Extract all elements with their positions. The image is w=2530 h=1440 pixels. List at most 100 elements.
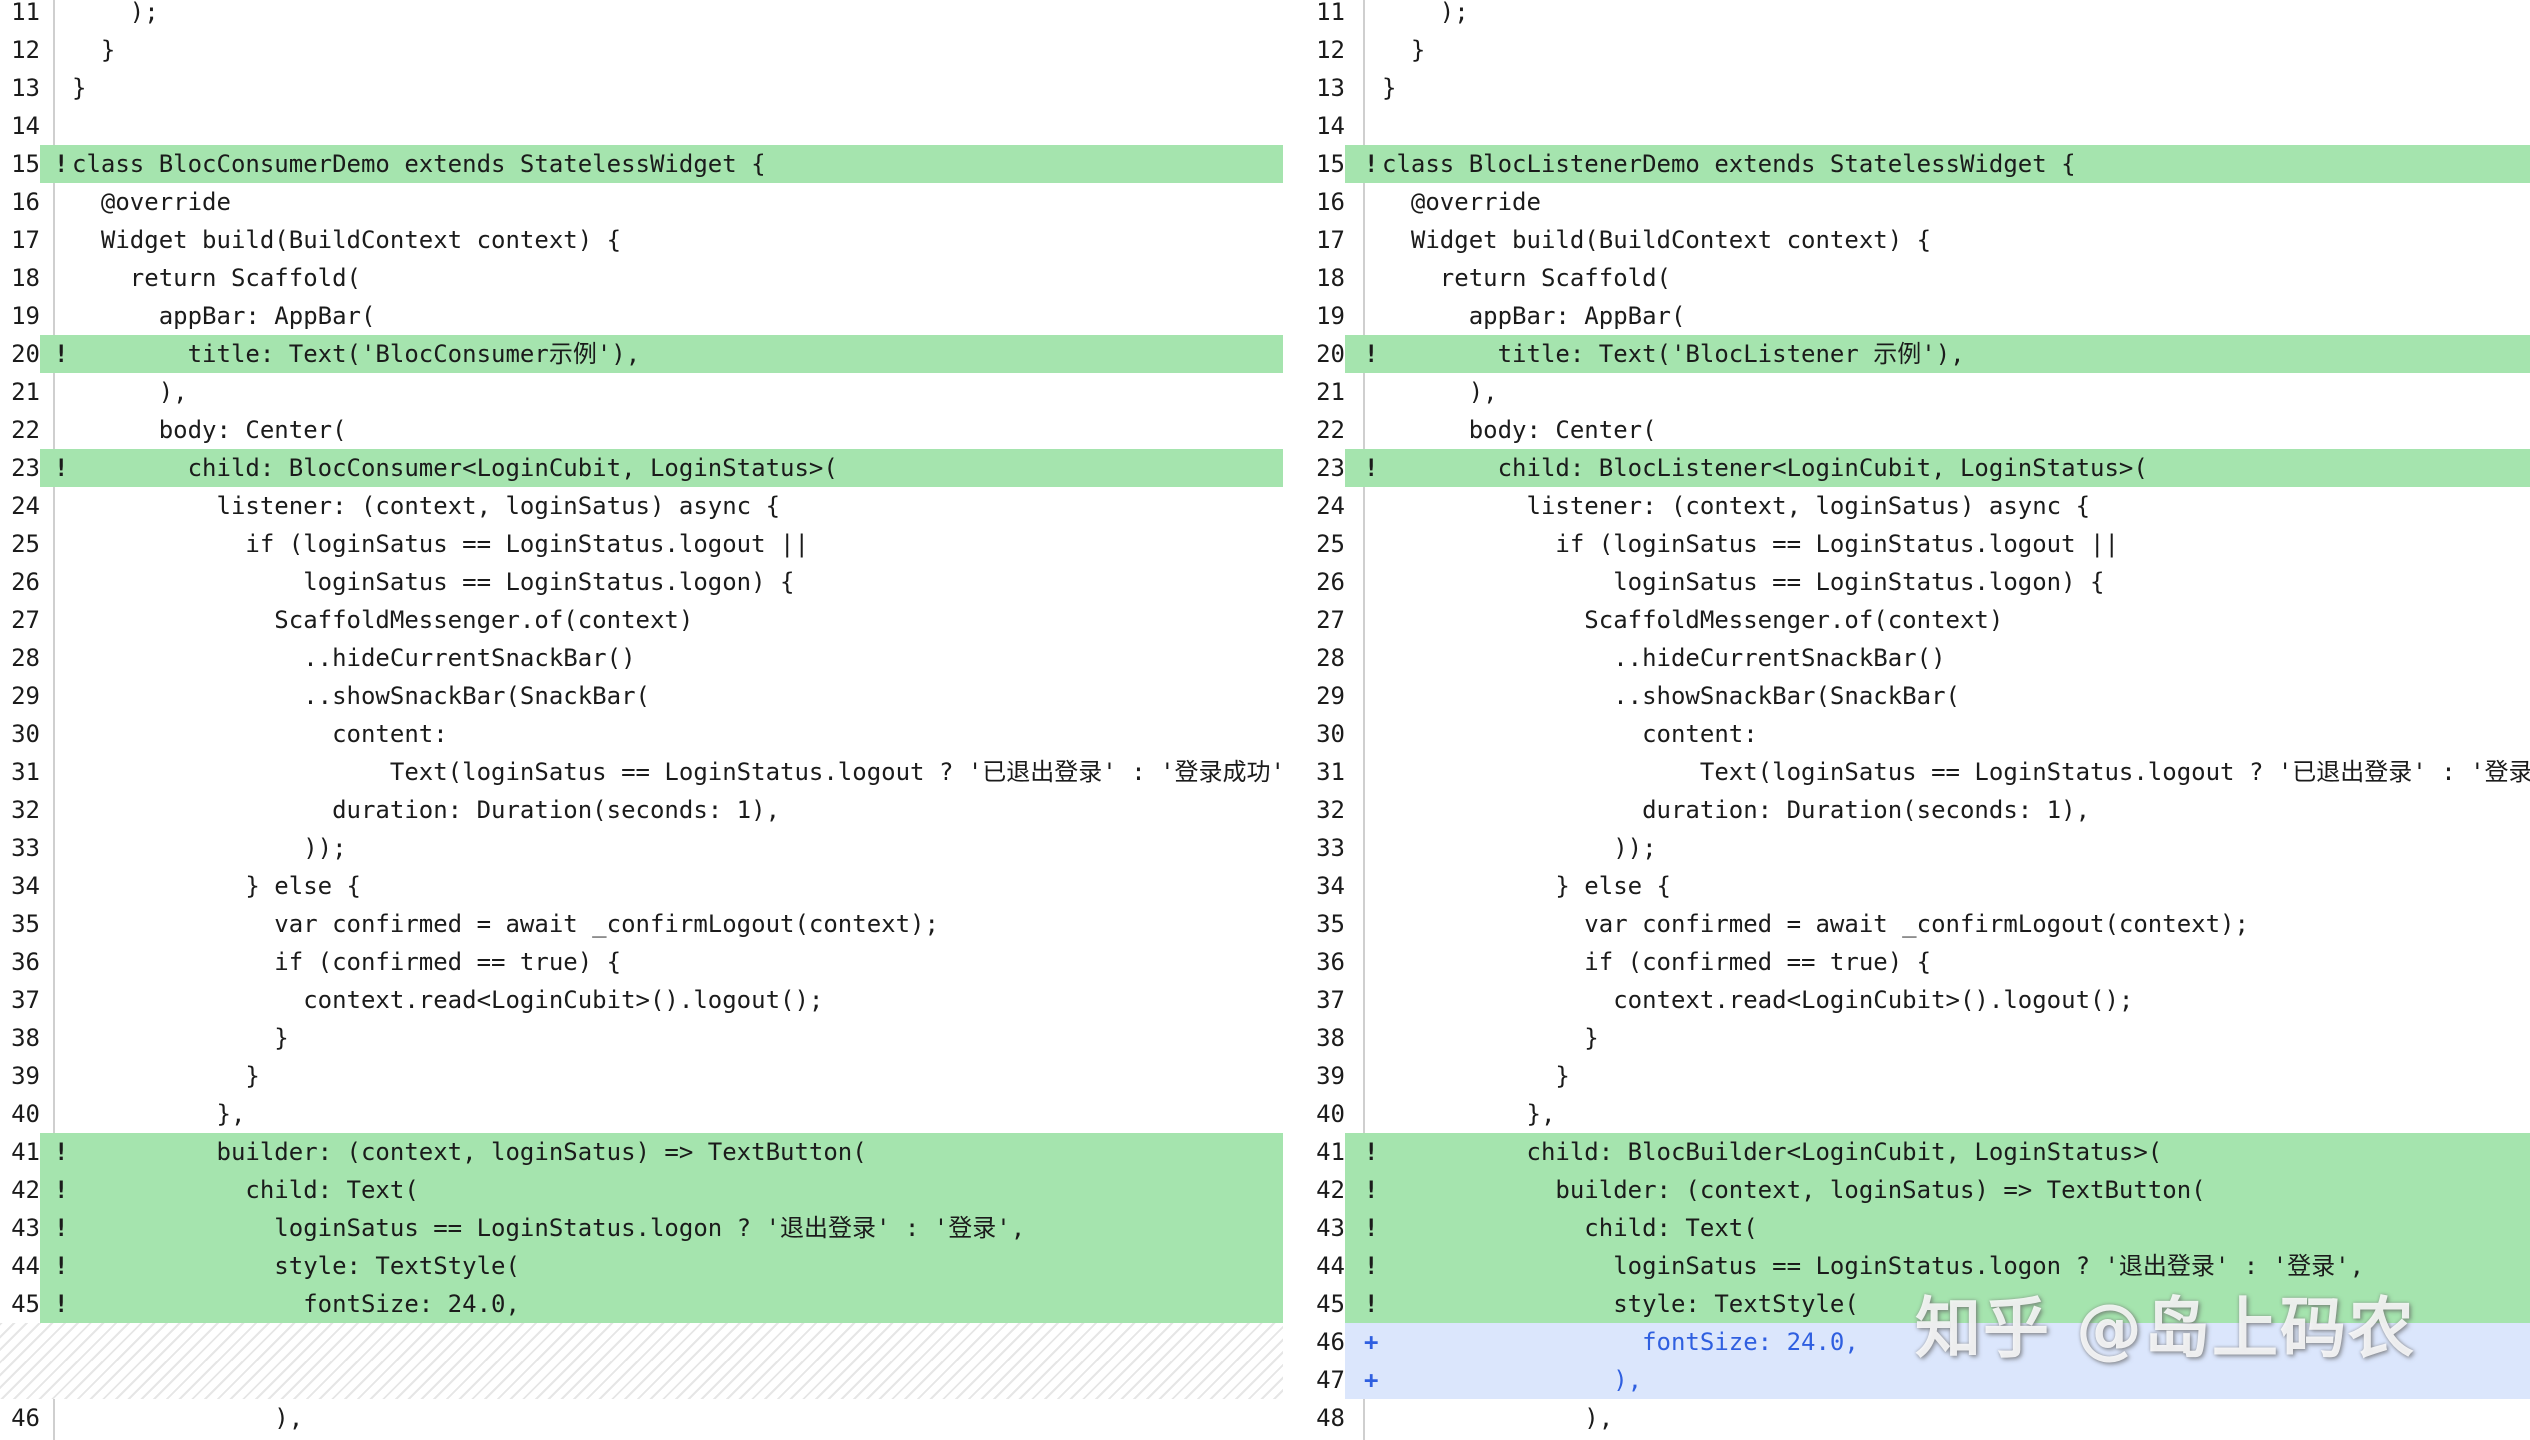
left-diff-line[interactable]: 21 ), — [0, 373, 1283, 411]
left-code-text: listener: (context, loginSatus) async { — [72, 492, 781, 520]
left-diff-line[interactable]: 46 ), — [0, 1399, 1283, 1437]
left-diff-line[interactable]: 19 appBar: AppBar( — [0, 297, 1283, 335]
left-diff-line[interactable]: 40 }, — [0, 1095, 1283, 1133]
left-diff-line[interactable]: 24 listener: (context, loginSatus) async… — [0, 487, 1283, 525]
right-code-text: ); — [1382, 0, 1469, 26]
left-line-number: 43 — [0, 1209, 40, 1247]
left-diff-line[interactable]: 29 ..showSnackBar(SnackBar( — [0, 677, 1283, 715]
right-diff-line[interactable]: 45! style: TextStyle( — [1283, 1285, 2530, 1323]
left-diff-line[interactable]: 20! title: Text('BlocConsumer示例'), — [0, 335, 1283, 373]
right-line-number: 48 — [1283, 1399, 1345, 1437]
right-code-text: style: TextStyle( — [1382, 1290, 1859, 1318]
right-diff-line[interactable]: 41! child: BlocBuilder<LoginCubit, Login… — [1283, 1133, 2530, 1171]
left-diff-line[interactable]: 38 } — [0, 1019, 1283, 1057]
left-diff-line[interactable]: 34 } else { — [0, 867, 1283, 905]
left-diff-line[interactable]: 33 )); — [0, 829, 1283, 867]
right-diff-line[interactable]: 22 body: Center( — [1283, 411, 2530, 449]
right-diff-line[interactable]: 26 loginSatus == LoginStatus.logon) { — [1283, 563, 2530, 601]
right-diff-line[interactable]: 21 ), — [1283, 373, 2530, 411]
right-line-number: 20 — [1283, 335, 1345, 373]
left-diff-line[interactable]: 39 } — [0, 1057, 1283, 1095]
right-diff-line[interactable]: 33 )); — [1283, 829, 2530, 867]
left-diff-line[interactable]: 31 Text(loginSatus == LoginStatus.logout… — [0, 753, 1283, 791]
left-diff-line[interactable]: 26 loginSatus == LoginStatus.logon) { — [0, 563, 1283, 601]
right-diff-line[interactable]: 36 if (confirmed == true) { — [1283, 943, 2530, 981]
left-line-number: 20 — [0, 335, 40, 373]
left-diff-line[interactable]: 41! builder: (context, loginSatus) => Te… — [0, 1133, 1283, 1171]
left-gutter-divider — [53, 0, 55, 1440]
right-diff-line[interactable]: 25 if (loginSatus == LoginStatus.logout … — [1283, 525, 2530, 563]
left-code-text: style: TextStyle( — [72, 1252, 520, 1280]
right-diff-line[interactable]: 19 appBar: AppBar( — [1283, 297, 2530, 335]
left-diff-line[interactable]: 17 Widget build(BuildContext context) { — [0, 221, 1283, 259]
left-diff-line[interactable]: 37 context.read<LoginCubit>().logout(); — [0, 981, 1283, 1019]
right-gutter-divider — [1363, 0, 1365, 1440]
left-diff-line[interactable]: 42! child: Text( — [0, 1171, 1283, 1209]
left-line-number: 26 — [0, 563, 40, 601]
left-diff-line[interactable]: 45! fontSize: 24.0, — [0, 1285, 1283, 1323]
right-diff-line[interactable]: 24 listener: (context, loginSatus) async… — [1283, 487, 2530, 525]
right-diff-line[interactable]: 48 ), — [1283, 1399, 2530, 1437]
right-diff-line[interactable]: 31 Text(loginSatus == LoginStatus.logout… — [1283, 753, 2530, 791]
right-diff-line[interactable]: 44! loginSatus == LoginStatus.logon ? '退… — [1283, 1247, 2530, 1285]
left-code-text: context.read<LoginCubit>().logout(); — [72, 986, 824, 1014]
left-diff-line[interactable]: 27 ScaffoldMessenger.of(context) — [0, 601, 1283, 639]
right-diff-line[interactable]: 34 } else { — [1283, 867, 2530, 905]
right-diff-line[interactable]: 15!class BlocListenerDemo extends Statel… — [1283, 145, 2530, 183]
right-diff-line[interactable]: 47+ ), — [1283, 1361, 2530, 1399]
left-code-text: fontSize: 24.0, — [72, 1290, 520, 1318]
left-diff-line[interactable]: 22 body: Center( — [0, 411, 1283, 449]
left-diff-line[interactable]: 30 content: — [0, 715, 1283, 753]
right-diff-line[interactable]: 42! builder: (context, loginSatus) => Te… — [1283, 1171, 2530, 1209]
left-code-text: ), — [72, 1404, 304, 1432]
left-diff-line[interactable]: 15!class BlocConsumerDemo extends Statel… — [0, 145, 1283, 183]
left-diff-line[interactable]: 44! style: TextStyle( — [0, 1247, 1283, 1285]
right-diff-line[interactable]: 11 ); — [1283, 0, 2530, 31]
right-code-text: ScaffoldMessenger.of(context) — [1382, 606, 2004, 634]
right-code-text: return Scaffold( — [1382, 264, 1671, 292]
right-diff-line[interactable]: 35 var confirmed = await _confirmLogout(… — [1283, 905, 2530, 943]
left-diff-line[interactable]: 25 if (loginSatus == LoginStatus.logout … — [0, 525, 1283, 563]
left-diff-line[interactable]: 28 ..hideCurrentSnackBar() — [0, 639, 1283, 677]
right-line-number: 35 — [1283, 905, 1345, 943]
right-diff-line[interactable]: 12 } — [1283, 31, 2530, 69]
right-diff-line[interactable]: 13} — [1283, 69, 2530, 107]
right-diff-line[interactable]: 17 Widget build(BuildContext context) { — [1283, 221, 2530, 259]
right-diff-line[interactable]: 43! child: Text( — [1283, 1209, 2530, 1247]
left-diff-line[interactable]: 14 — [0, 107, 1283, 145]
right-diff-line[interactable]: 28 ..hideCurrentSnackBar() — [1283, 639, 2530, 677]
right-diff-line[interactable]: 40 }, — [1283, 1095, 2530, 1133]
left-diff-line[interactable]: 32 duration: Duration(seconds: 1), — [0, 791, 1283, 829]
right-line-number: 28 — [1283, 639, 1345, 677]
right-diff-line[interactable]: 30 content: — [1283, 715, 2530, 753]
left-diff-line[interactable]: 23! child: BlocConsumer<LoginCubit, Logi… — [0, 449, 1283, 487]
right-diff-line[interactable]: 39 } — [1283, 1057, 2530, 1095]
left-diff-line[interactable] — [0, 1361, 1283, 1399]
left-change-marker: ! — [54, 1176, 69, 1204]
right-diff-line[interactable]: 37 context.read<LoginCubit>().logout(); — [1283, 981, 2530, 1019]
right-diff-line[interactable]: 29 ..showSnackBar(SnackBar( — [1283, 677, 2530, 715]
left-diff-line[interactable]: 13} — [0, 69, 1283, 107]
left-code-text: } — [72, 74, 87, 102]
left-code-text: if (confirmed == true) { — [72, 948, 622, 976]
left-diff-line[interactable]: 16 @override — [0, 183, 1283, 221]
right-code-text: Widget build(BuildContext context) { — [1382, 226, 1932, 254]
right-diff-line[interactable]: 32 duration: Duration(seconds: 1), — [1283, 791, 2530, 829]
left-code-text: } — [72, 1062, 260, 1090]
left-line-number: 18 — [0, 259, 40, 297]
right-diff-line[interactable]: 16 @override — [1283, 183, 2530, 221]
left-diff-line[interactable]: 12 } — [0, 31, 1283, 69]
left-diff-line[interactable]: 18 return Scaffold( — [0, 259, 1283, 297]
right-diff-line[interactable]: 27 ScaffoldMessenger.of(context) — [1283, 601, 2530, 639]
right-diff-line[interactable]: 20! title: Text('BlocListener 示例'), — [1283, 335, 2530, 373]
left-diff-line[interactable]: 35 var confirmed = await _confirmLogout(… — [0, 905, 1283, 943]
right-diff-line[interactable]: 46+ fontSize: 24.0, — [1283, 1323, 2530, 1361]
right-diff-line[interactable]: 38 } — [1283, 1019, 2530, 1057]
left-diff-line[interactable]: 36 if (confirmed == true) { — [0, 943, 1283, 981]
left-diff-line[interactable]: 43! loginSatus == LoginStatus.logon ? '退… — [0, 1209, 1283, 1247]
right-diff-line[interactable]: 18 return Scaffold( — [1283, 259, 2530, 297]
left-diff-line[interactable]: 11 ); — [0, 0, 1283, 31]
right-diff-line[interactable]: 14 — [1283, 107, 2530, 145]
right-diff-line[interactable]: 23! child: BlocListener<LoginCubit, Logi… — [1283, 449, 2530, 487]
left-diff-line[interactable] — [0, 1323, 1283, 1361]
